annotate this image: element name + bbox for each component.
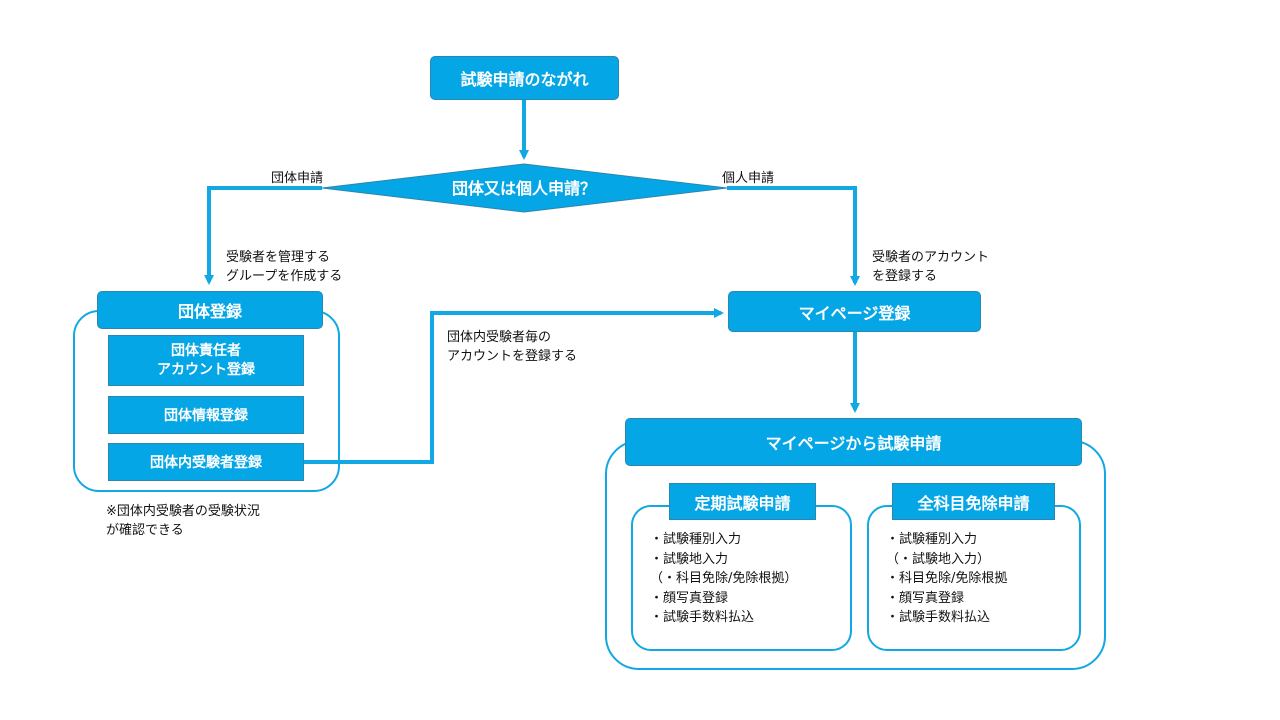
link-note: 団体内受験者毎の アカウントを登録する [447, 328, 577, 366]
individual-note-line-1: 受験者のアカウント [872, 250, 990, 265]
arrow-decision-to-group [204, 186, 322, 285]
list-item: ・試験種別入力 [650, 532, 742, 547]
exemption-text: 全科目免除申請 [917, 493, 1030, 513]
list-item: ・試験手数料払込 [886, 610, 991, 625]
group-info-box: 団体情報登録 [108, 396, 304, 434]
group-footnote-line-1: ※団体内受験者の受験状況 [106, 504, 260, 519]
exemption-list: ・試験種別入力 （・試験地入力） ・科目免除/免除根拠 ・顔写真登録 ・試験手数… [886, 530, 1007, 628]
group-member-registration-text: 団体内受験者登録 [150, 455, 262, 471]
link-note-line-1: 団体内受験者毎の [447, 330, 552, 345]
group-footnote-line-2: が確認できる [106, 523, 184, 538]
group-member-registration-box: 団体内受験者登録 [108, 443, 304, 481]
mypage-apply-box: マイページから試験申請 [625, 418, 1082, 466]
arrow-decision-to-mypage [727, 186, 860, 286]
group-registration-box: 団体登録 [97, 291, 323, 329]
individual-note-line-2: を登録する [872, 269, 938, 284]
group-registration-text: 団体登録 [177, 302, 242, 321]
group-leader-line-2: アカウント登録 [157, 361, 255, 378]
arrow-group-member-to-mypage [304, 308, 724, 464]
decision-diamond [321, 163, 728, 213]
title-box: 試験申請のながれ [430, 56, 619, 100]
individual-application-label: 個人申請 [722, 171, 775, 186]
mypage-apply-text: マイページから試験申請 [765, 434, 942, 453]
title-text: 試験申請のながれ [460, 70, 589, 89]
list-item: ・科目免除/免除根拠 [886, 571, 1008, 586]
group-application-label: 団体申請 [271, 171, 324, 186]
list-item: （・科目免除/免除根拠） [650, 571, 798, 586]
regular-exam-text: 定期試験申請 [694, 493, 791, 513]
mypage-registration-text: マイページ登録 [798, 303, 911, 323]
exemption-box: 全科目免除申請 [892, 483, 1055, 520]
list-item: ・顔写真登録 [650, 590, 729, 606]
list-item: ・試験種別入力 [886, 532, 978, 547]
group-arrow-note-line-1: 受験者を管理する [226, 250, 331, 265]
group-leader-line-1: 団体責任者 [171, 342, 241, 359]
link-note-line-2: アカウントを登録する [447, 349, 578, 364]
group-info-text: 団体情報登録 [164, 408, 248, 424]
group-arrow-note-line-2: グループを作成する [226, 269, 343, 284]
list-item: ・試験地入力 [650, 551, 729, 567]
list-item: ・試験手数料払込 [650, 610, 755, 625]
regular-exam-list: ・試験種別入力 ・試験地入力 （・科目免除/免除根拠） ・顔写真登録 ・試験手数… [650, 530, 797, 628]
regular-exam-box: 定期試験申請 [669, 483, 816, 520]
list-item: ・顔写真登録 [886, 590, 965, 606]
individual-note: 受験者のアカウント を登録する [872, 248, 989, 286]
list-item: （・試験地入力） [886, 551, 991, 567]
mypage-registration-box: マイページ登録 [728, 291, 981, 332]
group-arrow-note: 受験者を管理する グループを作成する [226, 248, 342, 286]
group-footnote: ※団体内受験者の受験状況 が確認できる [106, 502, 260, 540]
group-leader-account-box: 団体責任者 アカウント登録 [108, 335, 304, 386]
decision-text: 団体又は個人申請？ [452, 179, 596, 198]
